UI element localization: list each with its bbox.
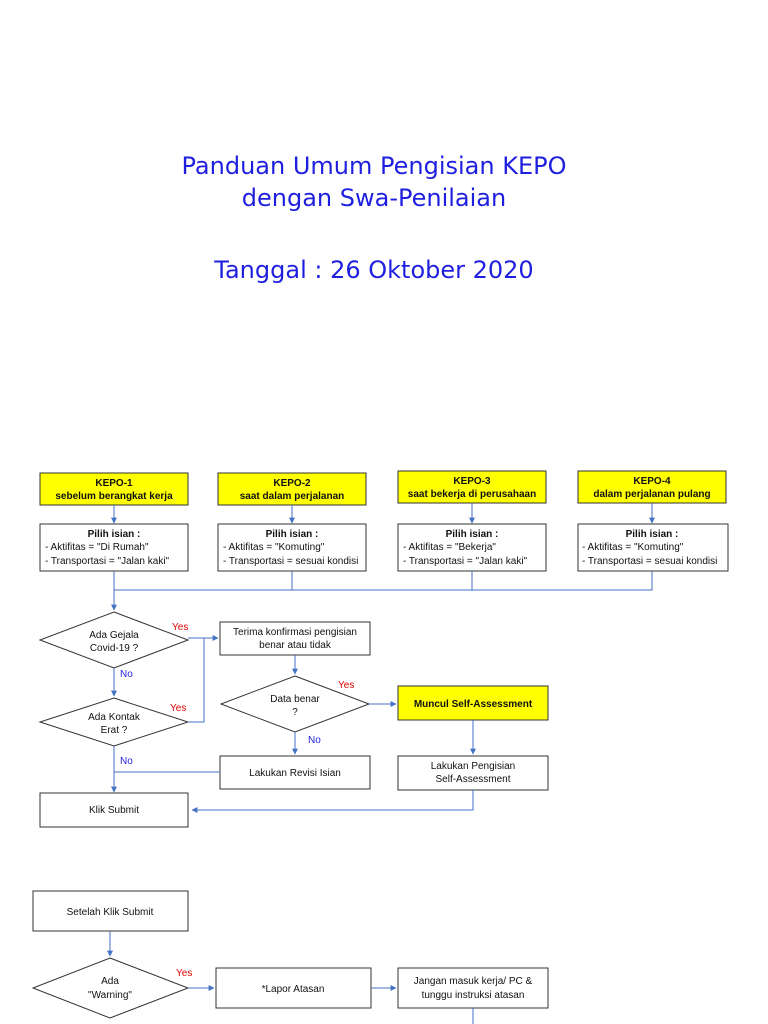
kepo-1-header: KEPO-1 sebelum berangkat kerja	[39, 472, 189, 506]
title-line-1: Panduan Umum Pengisian KEPO	[181, 152, 567, 180]
muncul-self-assessment-box: Muncul Self-Assessment	[397, 685, 549, 721]
revisi-isian-box: Lakukan Revisi Isian	[219, 755, 371, 790]
kepo-4-aktifitas: - Aktifitas = "Komuting"	[582, 542, 684, 553]
kepo-3-pick: Pilih isian :	[446, 529, 499, 540]
data-line2: ?	[292, 707, 298, 718]
setelah-label: Setelah Klik Submit	[67, 907, 154, 918]
gejala-line2: Covid-19 ?	[90, 643, 139, 654]
kepo-1-transportasi: - Transportasi = "Jalan kaki"	[45, 556, 170, 567]
page-title: Panduan Umum Pengisian KEPO dengan Swa-P…	[0, 150, 748, 214]
kepo-1-aktifitas: - Aktifitas = "Di Rumah"	[45, 542, 149, 553]
kepo-3-name: KEPO-3	[453, 476, 491, 487]
klik-submit-box: Klik Submit	[39, 792, 189, 828]
kontak-line1: Ada Kontak	[88, 712, 141, 723]
kepo-1-name: KEPO-1	[95, 478, 133, 489]
terima-line2: benar atau tidak	[259, 640, 332, 651]
kepo-2-pick: Pilih isian :	[266, 529, 319, 540]
data-yes-label: Yes	[338, 680, 354, 691]
warning-line1: Ada	[101, 976, 119, 987]
submit-label: Klik Submit	[89, 805, 139, 816]
kepo-3-sub: saat bekerja di perusahaan	[408, 489, 536, 500]
data-line1: Data benar	[270, 694, 320, 705]
terima-konfirmasi-box: Terima konfirmasi pengisian benar atau t…	[219, 621, 371, 656]
muncul-label: Muncul Self-Assessment	[414, 699, 533, 710]
gejala-yes-label: Yes	[172, 622, 188, 633]
merge-connector	[111, 571, 653, 611]
kepo-3-aktifitas: - Aktifitas = "Bekerja"	[403, 542, 496, 553]
diamond-warning: Ada "Warning"	[31, 957, 190, 1019]
jangan-line1: Jangan masuk kerja/ PC &	[414, 976, 533, 987]
diamond-kontak: Ada Kontak Erat ?	[38, 697, 190, 747]
lakukan-line2: Self-Assessment	[435, 774, 510, 785]
kepo-1-pilih-box: Pilih isian : - Aktifitas = "Di Rumah" -…	[39, 523, 189, 572]
kepo-3-pilih-box: Pilih isian : - Aktifitas = "Bekerja" - …	[397, 523, 547, 572]
kepo-2-sub: saat dalam perjalanan	[240, 491, 345, 502]
kepo-3-transportasi: - Transportasi = "Jalan kaki"	[403, 556, 528, 567]
lakukan-pengisian-box: Lakukan Pengisian Self-Assessment	[397, 755, 549, 791]
kepo-2-transportasi: - Transportasi = sesuai kondisi	[223, 556, 358, 567]
title-line-2: dengan Swa-Penilaian	[241, 184, 507, 212]
setelah-submit-box: Setelah Klik Submit	[32, 890, 189, 932]
kepo-4-transportasi: - Transportasi = sesuai kondisi	[582, 556, 717, 567]
terima-line1: Terima konfirmasi pengisian	[233, 627, 357, 638]
jangan-masuk-box: Jangan masuk kerja/ PC & tunggu instruks…	[397, 967, 549, 1009]
diamond-gejala: Ada Gejala Covid-19 ?	[38, 611, 190, 669]
kontak-yes-label: Yes	[170, 703, 186, 714]
gejala-line1: Ada Gejala	[89, 630, 139, 641]
jangan-line2: tunggu instruksi atasan	[422, 990, 525, 1001]
kontak-line2: Erat ?	[101, 725, 128, 736]
lapor-label: *Lapor Atasan	[262, 984, 325, 995]
kepo-3-header: KEPO-3 saat bekerja di perusahaan	[397, 470, 547, 504]
gejala-no-label: No	[120, 669, 133, 680]
kepo-4-pick: Pilih isian :	[626, 529, 679, 540]
kontak-no-label: No	[120, 756, 133, 767]
kepo-4-name: KEPO-4	[633, 476, 671, 487]
lapor-atasan-box: *Lapor Atasan	[215, 967, 372, 1009]
lakukan-line1: Lakukan Pengisian	[431, 761, 516, 772]
warning-line2: "Warning"	[88, 990, 132, 1001]
date-title: Tanggal : 26 Oktober 2020	[214, 256, 534, 284]
kepo-2-aktifitas: - Aktifitas = "Komuting"	[223, 542, 325, 553]
warning-yes-label: Yes	[176, 968, 192, 979]
kepo-2-pilih-box: Pilih isian : - Aktifitas = "Komuting" -…	[217, 523, 367, 572]
kepo-2-name: KEPO-2	[273, 478, 311, 489]
kepo-1-sub: sebelum berangkat kerja	[55, 491, 173, 502]
kepo-2-header: KEPO-2 saat dalam perjalanan	[217, 472, 367, 506]
kepo-4-sub: dalam perjalanan pulang	[593, 489, 710, 500]
data-no-label: No	[308, 735, 321, 746]
revisi-label: Lakukan Revisi Isian	[249, 768, 341, 779]
kepo-4-pilih-box: Pilih isian : - Aktifitas = "Komuting" -…	[577, 523, 729, 572]
kepo-4-header: KEPO-4 dalam perjalanan pulang	[577, 470, 727, 504]
kepo-1-pick: Pilih isian :	[88, 529, 141, 540]
